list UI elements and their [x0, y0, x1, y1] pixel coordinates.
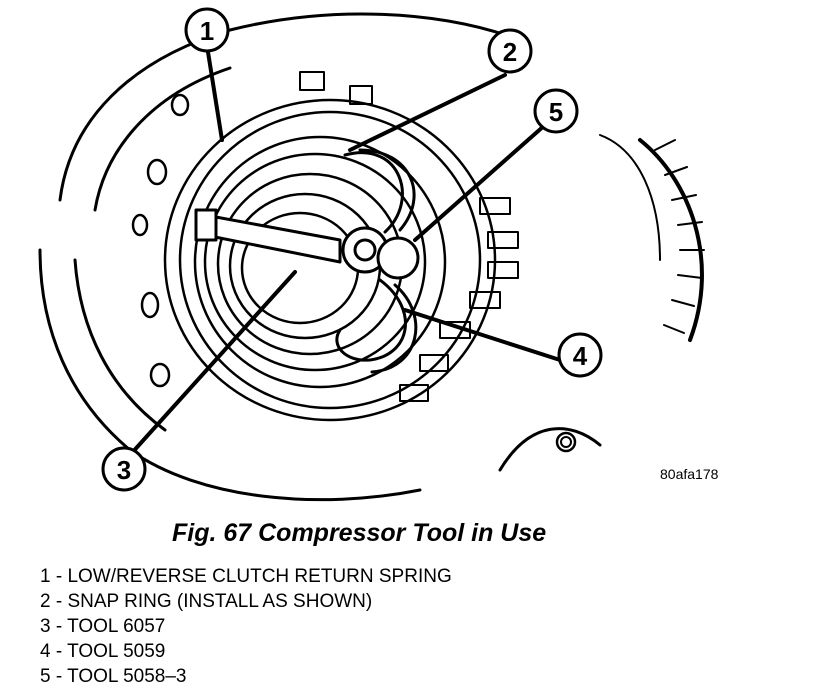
- callout-number-2: 2: [503, 37, 517, 67]
- callout-circles: [101, 7, 603, 492]
- callout-number-3: 3: [117, 455, 131, 485]
- callout-circle-2: [487, 28, 533, 74]
- legend-item: 5 - TOOL 5058–3: [40, 666, 187, 687]
- callout-number-1: 1: [200, 16, 214, 46]
- compressor-tool-illustration: 1 2 5 4 3: [38, 7, 705, 502]
- legend-item: 4 - TOOL 5059: [40, 641, 166, 662]
- compressor-tool: [194, 148, 420, 374]
- legend-item: 3 - TOOL 6057: [40, 616, 166, 637]
- leader-lines: [128, 50, 562, 457]
- callout-circle-1: [184, 7, 230, 53]
- callout-circle-3: [101, 446, 147, 492]
- callout-number-4: 4: [573, 341, 588, 371]
- legend-item: 1 - LOW/REVERSE CLUTCH RETURN SPRING: [40, 566, 452, 587]
- legend-item: 2 - SNAP RING (INSTALL AS SHOWN): [40, 591, 373, 612]
- callout-circle-5: [533, 88, 579, 134]
- callout-circle-4: [557, 332, 603, 378]
- callout-number-5: 5: [549, 97, 563, 127]
- figure-legend: 1 - LOW/REVERSE CLUTCH RETURN SPRING 2 -…: [40, 564, 452, 689]
- art-reference-code: 80afa178: [660, 466, 719, 482]
- figure-caption: Fig. 67 Compressor Tool in Use: [172, 519, 547, 547]
- gear-teeth: [599, 134, 705, 342]
- transmission-case: [38, 12, 602, 502]
